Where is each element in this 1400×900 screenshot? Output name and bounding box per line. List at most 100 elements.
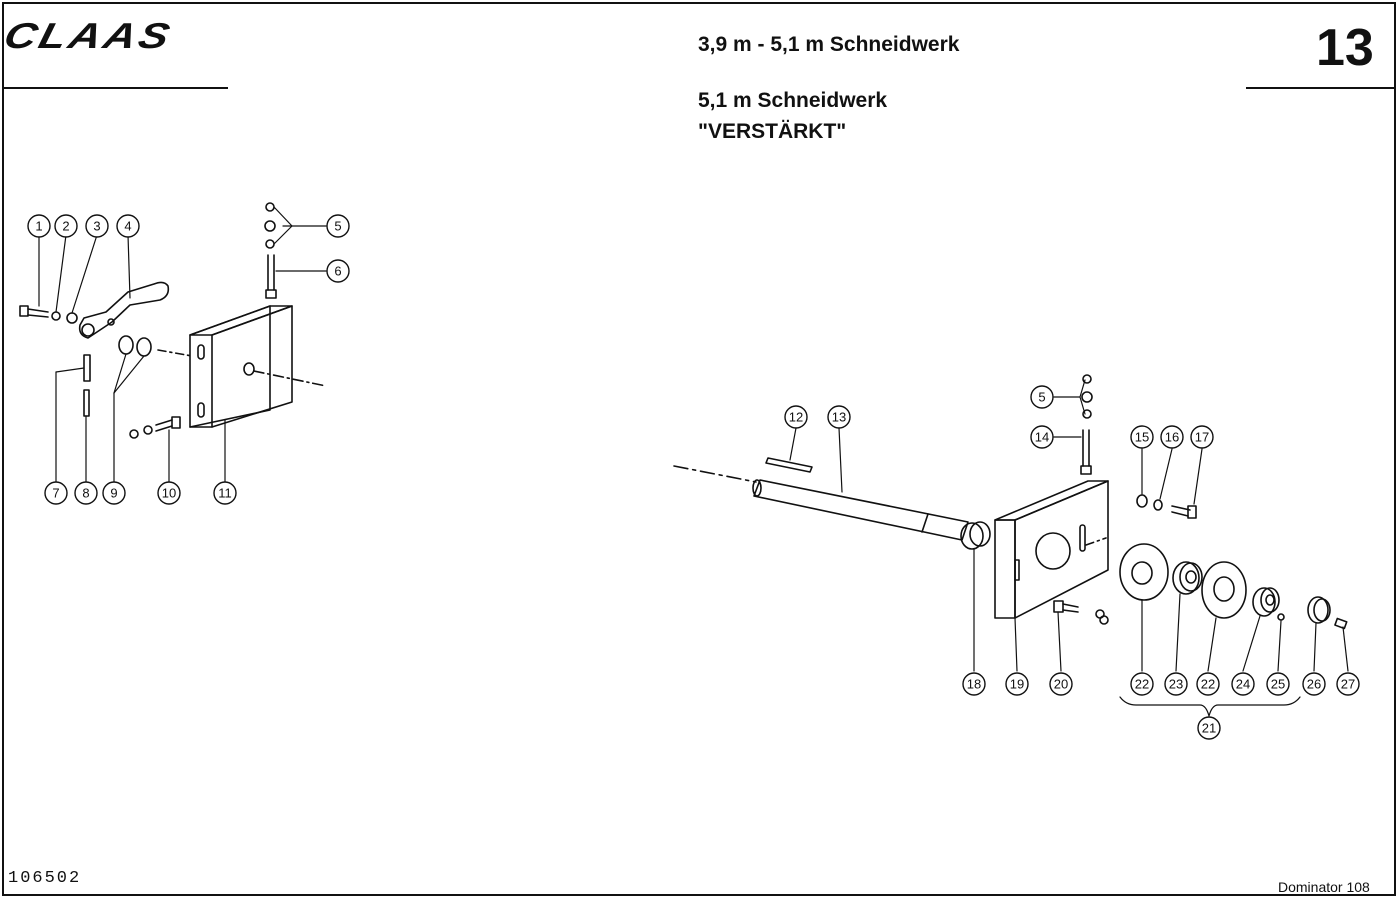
washer-part-9a [118,335,134,355]
pin-part-8 [83,389,90,417]
washer-part-15 [1136,494,1148,508]
key-part-12 [765,457,813,473]
right-callout-label: 25 [1271,677,1285,692]
right-callout-label: 17 [1195,430,1209,445]
screw-part-25 [1277,613,1285,621]
washer-part-9b [136,337,152,357]
left-callout-label: 3 [93,219,100,234]
right-callout-23: 23 [1164,672,1188,696]
right-callout-label: 23 [1169,677,1183,692]
page-title: 3,9 m - 5,1 m Schneidwerk [698,33,960,56]
leaders-right [789,379,1349,717]
right-callout-19: 19 [1005,672,1029,696]
left-callout-1: 1 [27,214,51,238]
bracket-plate-left [189,305,293,428]
right-callout-26: 26 [1302,672,1326,696]
right-callout-25: 25 [1266,672,1290,696]
page-subtitle-line2: "VERSTÄRKT" [698,120,847,143]
left-callout-label: 8 [82,486,89,501]
document-number: 106502 [8,869,82,888]
header-rule-right [1246,87,1396,89]
bolt-part-1 [19,305,49,318]
left-callout-11: 11 [213,481,237,505]
right-callout-label: 14 [1035,430,1049,445]
right-callout-label: 15 [1135,430,1149,445]
right-callout-16: 16 [1160,425,1184,449]
right-callout-17: 17 [1190,425,1214,449]
right-callout-label: 13 [832,410,846,425]
right-callout-label: 21 [1202,721,1216,736]
right-callout-22: 22 [1196,672,1220,696]
right-callout-label: 16 [1165,430,1179,445]
lever-arm [78,281,170,339]
right-callout-5: 5 [1030,385,1054,409]
collar-part-24 [1252,587,1280,617]
bushing-part-18 [960,521,991,550]
right-callout-22: 22 [1130,672,1154,696]
right-callout-15: 15 [1130,425,1154,449]
right-callout-label: 20 [1054,677,1068,692]
bolt-part-6 [265,254,277,299]
left-callout-10: 10 [157,481,181,505]
right-callout-label: 12 [789,410,803,425]
right-callout-24: 24 [1231,672,1255,696]
pin-part-7 [83,354,91,382]
leaders-left [38,206,327,484]
right-callout-18: 18 [962,672,986,696]
nuts-part-5-left [264,202,276,249]
right-callout-label: 5 [1038,390,1045,405]
left-callout-label: 4 [124,219,131,234]
left-callout-8: 8 [74,481,98,505]
header-rule-left [2,87,228,89]
machine-model: Dominator 108 [1278,879,1370,895]
nut-part-3 [66,312,78,324]
axis-line-left-2 [157,349,193,357]
shaft-axis-line [673,465,757,483]
left-callout-label: 1 [35,219,42,234]
flange-part-22b [1201,561,1247,619]
left-callout-label: 9 [110,486,117,501]
right-callout-12: 12 [784,405,808,429]
left-callout-label: 5 [334,219,341,234]
ring-part-26 [1307,596,1331,624]
right-callout-label: 19 [1010,677,1024,692]
right-callout-21: 21 [1197,716,1221,740]
bolt-part-17 [1171,505,1197,519]
page-number: 13 [1316,19,1374,77]
left-callout-label: 11 [218,486,232,501]
right-callout-label: 22 [1135,677,1149,692]
left-callout-label: 2 [62,219,69,234]
shaft-part-13 [752,479,969,541]
bolt-part-14 [1080,429,1092,475]
left-callout-4: 4 [116,214,140,238]
left-callout-6: 6 [326,259,350,283]
flange-part-22a [1119,543,1169,601]
bracket-plate-right [994,480,1109,619]
right-callout-label: 27 [1341,677,1355,692]
nuts-part-5-right [1081,374,1093,419]
bolt-part-10 [129,416,181,439]
washer-part-2 [51,311,61,321]
right-callout-label: 26 [1307,677,1321,692]
right-callout-label: 18 [967,677,981,692]
page-subtitle-line1: 5,1 m Schneidwerk [698,89,888,112]
left-callout-label: 10 [162,486,176,501]
axis-line-left [253,370,327,387]
nut-part-20b [1095,609,1109,625]
left-callout-label: 6 [334,264,341,279]
right-callout-13: 13 [827,405,851,429]
right-callout-label: 24 [1236,677,1250,692]
right-callout-27: 27 [1336,672,1360,696]
left-callout-9: 9 [102,481,126,505]
bearing-part-23 [1172,561,1203,595]
right-callout-14: 14 [1030,425,1054,449]
axis-line-right [1085,537,1107,546]
washer-part-16 [1153,499,1163,511]
left-callout-5: 5 [326,214,350,238]
bolt-part-20 [1053,600,1079,613]
screw-part-27 [1334,617,1348,630]
